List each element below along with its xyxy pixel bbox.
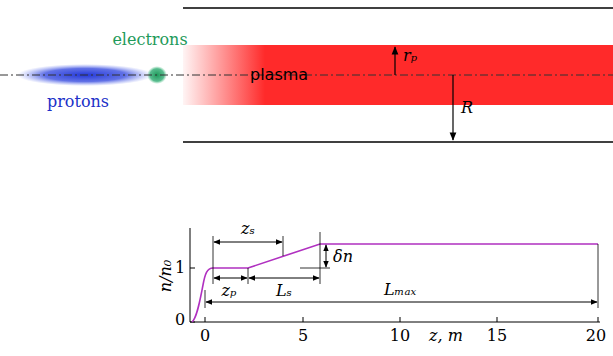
region-label: plasma	[250, 67, 308, 83]
plasma-region: plasma	[183, 45, 613, 105]
tick-marks	[190, 268, 598, 322]
beam-label: electrons	[112, 32, 187, 48]
density-curve	[192, 244, 598, 322]
axis-label: n/n₀	[158, 260, 174, 292]
x-axis	[190, 322, 600, 323]
dimension-label: Lₘₐₓ	[384, 282, 416, 298]
dimension-label: zₚ	[222, 283, 237, 299]
radius-arrow	[394, 47, 395, 75]
wall-line	[183, 141, 613, 143]
tick-label: 15	[487, 328, 507, 344]
tick-label: 5	[298, 328, 308, 344]
tick-label: 0	[175, 312, 185, 328]
dimension-label: Lₛ	[276, 283, 292, 299]
wall-line	[183, 7, 613, 9]
tick-label: 10	[390, 328, 410, 344]
tick-label: 0	[200, 328, 210, 344]
tick-label: 1	[175, 260, 185, 276]
extension-lines	[205, 232, 598, 308]
beam-label: protons	[47, 94, 109, 110]
y-axis	[190, 228, 191, 322]
dimension-arrows	[206, 242, 597, 302]
tick-label: 20	[586, 328, 606, 344]
dimension-label: rₚ	[403, 48, 417, 64]
dimension-label: zₛ	[241, 221, 255, 237]
radius-arrow	[452, 75, 453, 140]
dimension-label: δn	[333, 249, 353, 265]
axis-label: z, m	[429, 328, 463, 344]
dimension-label: R	[461, 100, 473, 116]
